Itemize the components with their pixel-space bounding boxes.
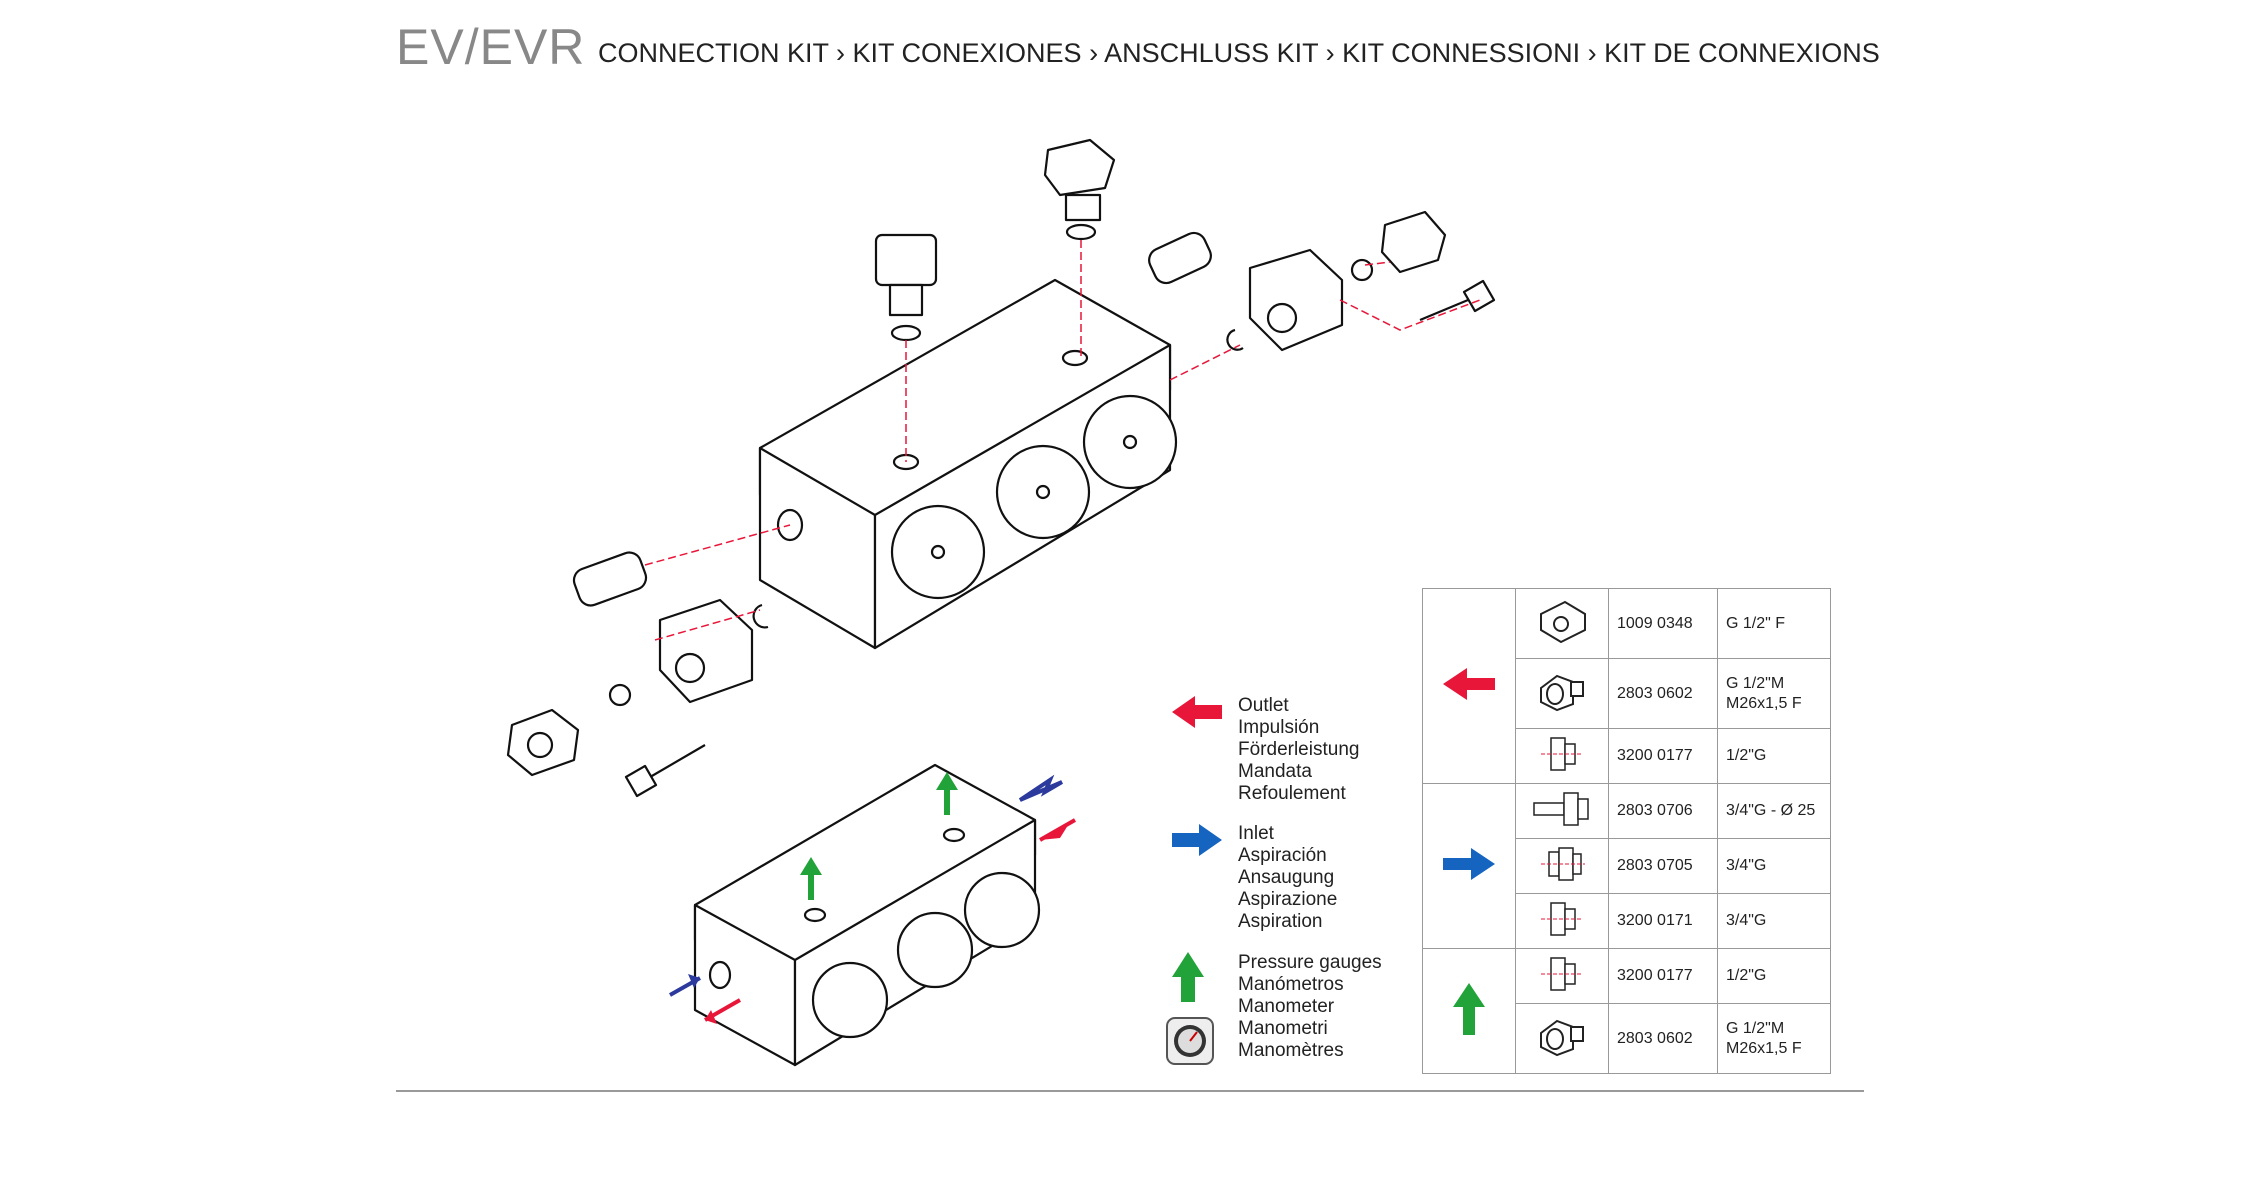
fitting-icon [1515, 948, 1609, 1004]
blue-arrow-icon [1443, 847, 1495, 880]
part-code: 2803 0706 [1608, 783, 1718, 839]
red-arrow-icon [1172, 696, 1222, 728]
part-code: 2803 0602 [1608, 658, 1718, 729]
model-title: EV/EVR [396, 19, 586, 75]
part-desc-line: G 1/2"M [1726, 1019, 1785, 1037]
legend-outlet-line: Outlet [1238, 695, 1289, 716]
part-desc: G 1/2"M M26x1,5 F [1717, 1003, 1831, 1074]
hose-tail-icon [1515, 783, 1609, 839]
legend-outlet-line: Mandata [1238, 761, 1312, 782]
adapter-nut-icon [1515, 658, 1609, 729]
legend-outlet-line: Refoulement [1238, 783, 1346, 804]
part-desc: 1/2"G [1717, 728, 1831, 784]
page-title: CONNECTION KIT › KIT CONEXIONES › ANSCHL… [598, 38, 1880, 68]
bottom-divider [396, 1090, 1864, 1092]
legend-gauge-line: Manometri [1238, 1018, 1328, 1039]
kit-table: 1009 0348 G 1/2" F 2803 0602 G 1/2"M M26x… [1422, 588, 1831, 1074]
part-code: 2803 0705 [1608, 838, 1718, 894]
green-arrow-icon [1453, 982, 1485, 1035]
legend-inlet-line: Aspiration [1238, 911, 1323, 932]
part-code: 2803 0602 [1608, 1003, 1718, 1074]
legend-gauge: Pressure gauges Manómetros Manometer Man… [1238, 952, 1382, 1062]
right-flange-kit [1226, 210, 1496, 352]
flow-diagram-block [693, 763, 1041, 1067]
legend-inlet: Inlet Aspiración Ansaugung Aspirazione A… [1238, 823, 1337, 933]
gauge-arrow-cell [1422, 948, 1516, 1074]
part-code: 3200 0177 [1608, 948, 1718, 1004]
legend-gauge-line: Manomètres [1238, 1040, 1344, 1061]
flow-arrows [669, 772, 1076, 1024]
legend-gauge-line: Manometer [1238, 996, 1335, 1017]
manifold-block [758, 278, 1178, 650]
legend-arrows [1166, 696, 1222, 1065]
part-desc: G 1/2" F [1717, 588, 1831, 659]
blue-arrow-icon [1172, 824, 1222, 856]
legend-inlet-line: Aspirazione [1238, 889, 1338, 910]
red-arrow-icon [1443, 667, 1495, 700]
part-desc: 1/2"G [1717, 948, 1831, 1004]
part-desc: 3/4"G - Ø 25 [1717, 783, 1831, 839]
outlet-arrow-cell [1422, 588, 1516, 784]
adapter-nut-icon [1515, 1003, 1609, 1074]
flange-icon [1515, 588, 1609, 659]
left-flange-kit [506, 551, 769, 798]
gauge-icon [1166, 1017, 1214, 1065]
part-desc: 3/4"G [1717, 893, 1831, 949]
fitting-icon [1515, 838, 1609, 894]
part-desc-line: M26x1,5 F [1726, 694, 1802, 712]
top-fittings [874, 138, 1212, 342]
legend-inlet-line: Ansaugung [1238, 867, 1335, 888]
fitting-icon [1515, 893, 1609, 949]
legend-inlet-line: Inlet [1238, 823, 1274, 844]
fitting-icon [1515, 728, 1609, 784]
legend-outlet: Outlet Impulsión Förderleistung Mandata … [1238, 695, 1359, 805]
part-desc: G 1/2"M M26x1,5 F [1717, 658, 1831, 729]
legend-outlet-line: Förderleistung [1238, 739, 1360, 760]
legend-outlet-line: Impulsión [1238, 717, 1320, 738]
part-desc-line: M26x1,5 F [1726, 1039, 1802, 1057]
part-desc: 3/4"G [1717, 838, 1831, 894]
part-code: 3200 0171 [1608, 893, 1718, 949]
legend-inlet-line: Aspiración [1238, 845, 1327, 866]
legend-gauge-line: Pressure gauges [1238, 952, 1382, 973]
part-code: 1009 0348 [1608, 588, 1718, 659]
green-arrow-icon [1172, 952, 1204, 1002]
part-desc-line: G 1/2"M [1726, 674, 1785, 692]
legend-gauge-line: Manómetros [1238, 974, 1344, 995]
inlet-arrow-cell [1422, 783, 1516, 949]
part-code: 3200 0177 [1608, 728, 1718, 784]
